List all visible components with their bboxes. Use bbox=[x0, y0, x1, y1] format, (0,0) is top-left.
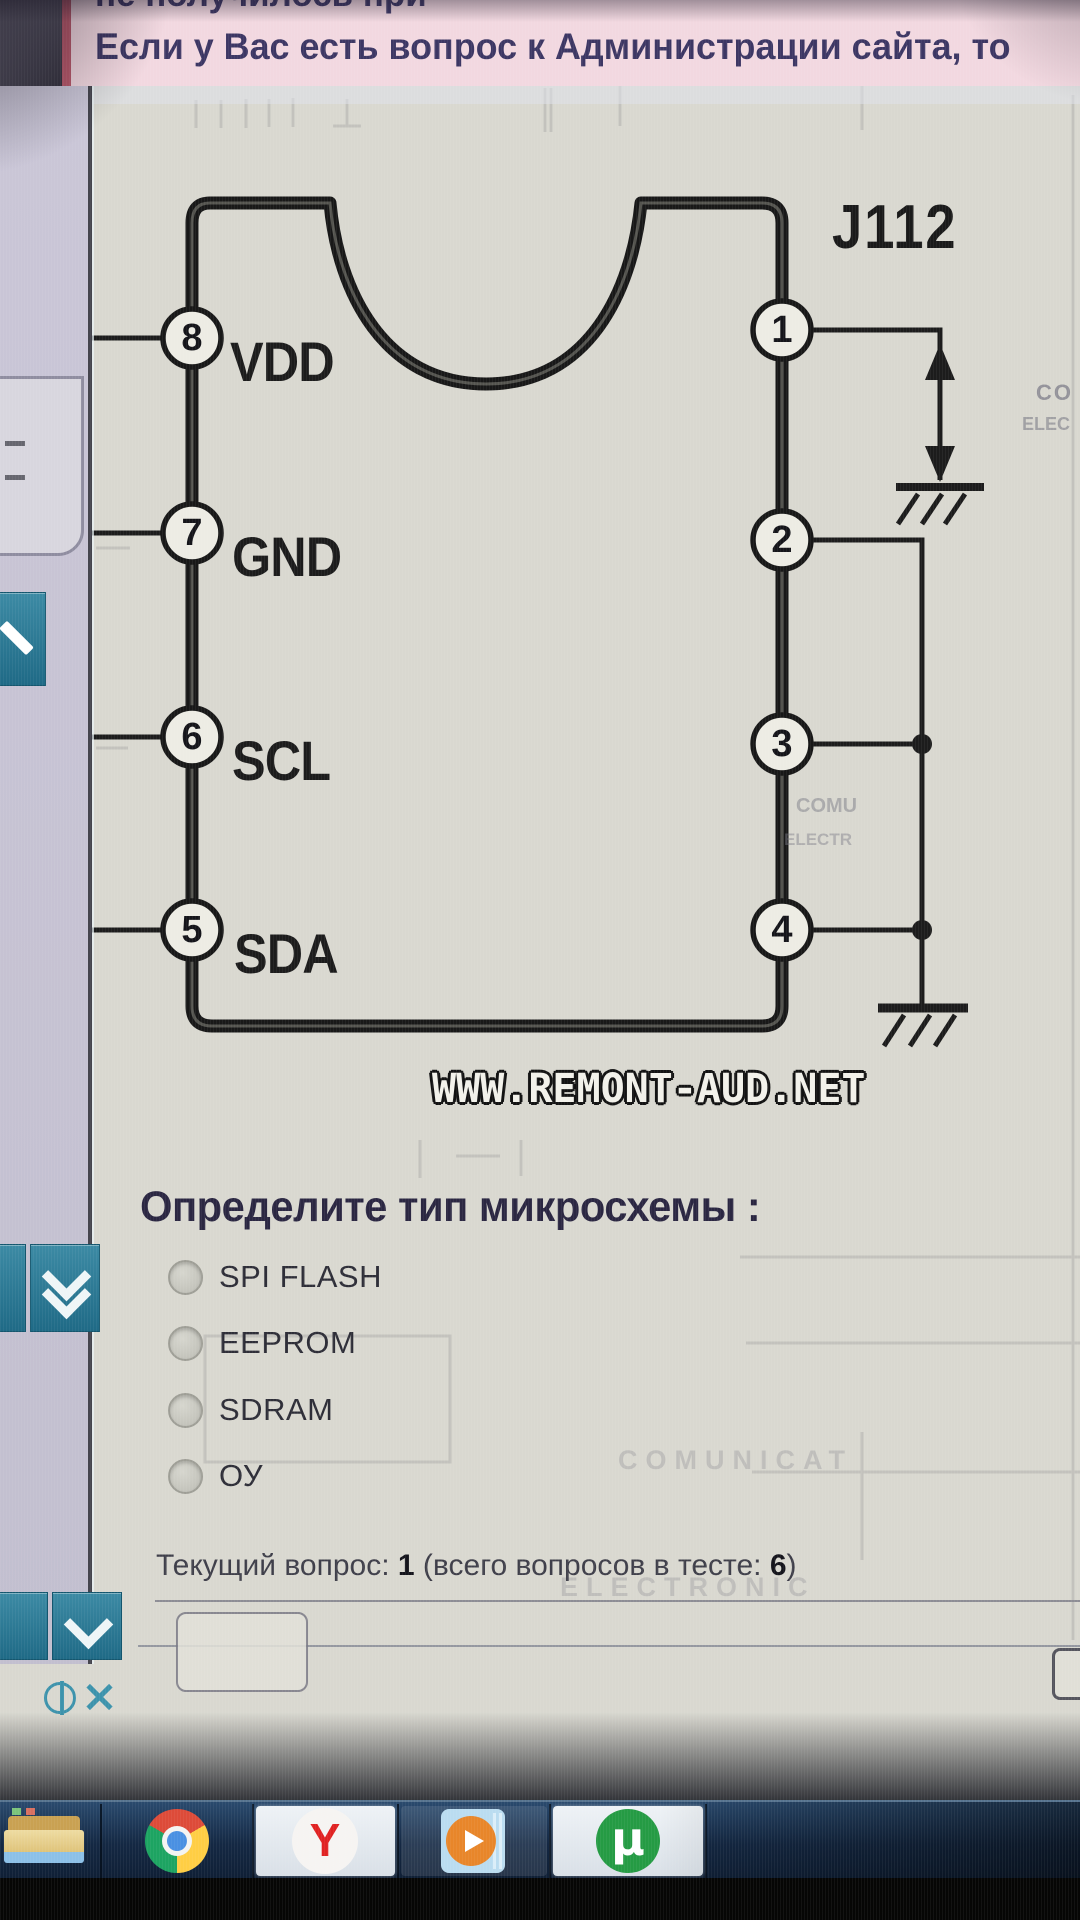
total-question-number: 6 bbox=[769, 1549, 787, 1582]
chip-reference-label: J112 bbox=[832, 193, 958, 262]
background-watermark-text: ELEC bbox=[1022, 414, 1071, 434]
current-question-number: 1 bbox=[397, 1549, 415, 1582]
scroll-button-fragment[interactable] bbox=[0, 1592, 48, 1660]
cutoff-button-left[interactable] bbox=[176, 1612, 308, 1692]
pin-label-vdd: VDD bbox=[230, 330, 335, 393]
option-label[interactable]: ОУ bbox=[219, 1458, 264, 1493]
background-watermark-text: CO bbox=[1036, 380, 1073, 405]
taskbar-item-chrome[interactable] bbox=[104, 1806, 250, 1876]
quiz-question: Определите тип микросхемы : bbox=[140, 1183, 761, 1231]
media-player-icon bbox=[441, 1809, 505, 1873]
yandex-y-glyph: Y bbox=[309, 1814, 341, 1866]
yandex-browser-icon: Y bbox=[292, 1808, 358, 1874]
info-icon[interactable] bbox=[44, 1681, 76, 1715]
quiz-option-row[interactable]: SPI FLASH bbox=[168, 1256, 382, 1298]
edit-button[interactable] bbox=[0, 592, 46, 686]
content-left-highlight bbox=[92, 86, 94, 1664]
quiz-option-row[interactable]: EEPROM bbox=[168, 1322, 356, 1364]
windows-taskbar: Y µ bbox=[0, 1800, 1080, 1880]
scroll-down-button[interactable] bbox=[30, 1244, 100, 1332]
divider-line bbox=[155, 1600, 1080, 1602]
radio-ou[interactable] bbox=[168, 1458, 203, 1494]
taskbar-item-yandex[interactable]: Y bbox=[256, 1806, 395, 1876]
taskbar-shadow bbox=[660, 1802, 1080, 1880]
panel-dash bbox=[5, 441, 25, 446]
pin-number-2: 2 bbox=[771, 519, 793, 561]
pin-number-1: 1 bbox=[771, 309, 793, 351]
pin-number-5: 5 bbox=[181, 909, 203, 951]
photo-corner-shadow bbox=[0, 0, 62, 90]
close-icon[interactable] bbox=[84, 1682, 114, 1712]
banner-under-strip bbox=[62, 86, 1080, 104]
status-text: (всего вопросов в тесте: bbox=[414, 1549, 770, 1582]
taskbar-separator bbox=[549, 1804, 551, 1878]
radio-sdram[interactable] bbox=[168, 1392, 203, 1428]
site-watermark: WWW.REMONT-AUD.NET bbox=[432, 1066, 866, 1112]
taskbar-item-explorer[interactable] bbox=[2, 1806, 98, 1876]
pin-number-4: 4 bbox=[771, 909, 793, 951]
radio-eeprom[interactable] bbox=[168, 1325, 203, 1361]
folder-dot bbox=[26, 1808, 35, 1815]
panel-dash bbox=[5, 475, 25, 480]
taskbar-separator bbox=[252, 1804, 254, 1878]
folder-icon bbox=[4, 1852, 84, 1863]
background-watermark-text: ELECTR bbox=[784, 830, 852, 849]
admin-message-banner: не получилось при Если у Вас есть вопрос… bbox=[62, 0, 1080, 86]
scroll-button-fragment[interactable] bbox=[0, 1244, 26, 1332]
pin-label-scl: SCL bbox=[232, 729, 331, 792]
option-label[interactable]: SPI FLASH bbox=[219, 1259, 382, 1294]
pin-circles bbox=[160, 298, 814, 962]
taskbar-separator bbox=[397, 1804, 399, 1878]
pin-label-gnd: GND bbox=[232, 525, 342, 588]
banner-text: Если у Вас есть вопрос к Администрации с… bbox=[95, 26, 1011, 67]
pencil-icon bbox=[0, 620, 34, 656]
surge-arrows-and-junctions bbox=[912, 344, 955, 940]
banner-text-clipped: не получилось при bbox=[95, 0, 427, 15]
sidebar-panel-fragment bbox=[0, 376, 84, 556]
pin-number-7: 7 bbox=[181, 512, 203, 554]
quiz-progress-status: Текущий вопрос: 1 (всего вопросов в тест… bbox=[156, 1549, 797, 1583]
info-icon-bar bbox=[60, 1681, 64, 1715]
chrome-icon-center bbox=[167, 1831, 187, 1851]
utorrent-icon: µ bbox=[596, 1809, 660, 1873]
option-label[interactable]: EEPROM bbox=[219, 1325, 357, 1360]
option-label[interactable]: SDRAM bbox=[219, 1392, 334, 1427]
taskbar-separator bbox=[100, 1804, 102, 1878]
pin-label-sda: SDA bbox=[234, 922, 339, 985]
utorrent-mu-glyph: µ bbox=[611, 1812, 645, 1866]
radio-spi-flash[interactable] bbox=[168, 1259, 203, 1295]
status-text: Текущий вопрос: bbox=[156, 1549, 398, 1582]
chevron-down-icon bbox=[63, 1599, 114, 1650]
quiz-option-row[interactable]: SDRAM bbox=[168, 1389, 333, 1431]
pin-number-8: 8 bbox=[181, 317, 203, 359]
folder-dot bbox=[12, 1808, 21, 1815]
quiz-option-row[interactable]: ОУ bbox=[168, 1455, 263, 1497]
chrome-icon bbox=[145, 1809, 209, 1873]
background-watermark-text: COMUNICAT bbox=[618, 1445, 853, 1475]
background-watermark-text: COMU bbox=[796, 795, 858, 817]
monitor-bezel bbox=[0, 1878, 1080, 1920]
taskbar-item-media-player[interactable] bbox=[401, 1806, 547, 1876]
status-text: ) bbox=[786, 1549, 797, 1582]
cutoff-button-right[interactable] bbox=[1052, 1648, 1080, 1700]
pin-number-3: 3 bbox=[771, 723, 793, 765]
scroll-down-button[interactable] bbox=[52, 1592, 122, 1660]
pin-number-6: 6 bbox=[181, 716, 203, 758]
left-gutter bbox=[0, 86, 88, 1664]
play-triangle-icon bbox=[465, 1830, 484, 1852]
stacked-windows-lines bbox=[499, 1813, 502, 1869]
